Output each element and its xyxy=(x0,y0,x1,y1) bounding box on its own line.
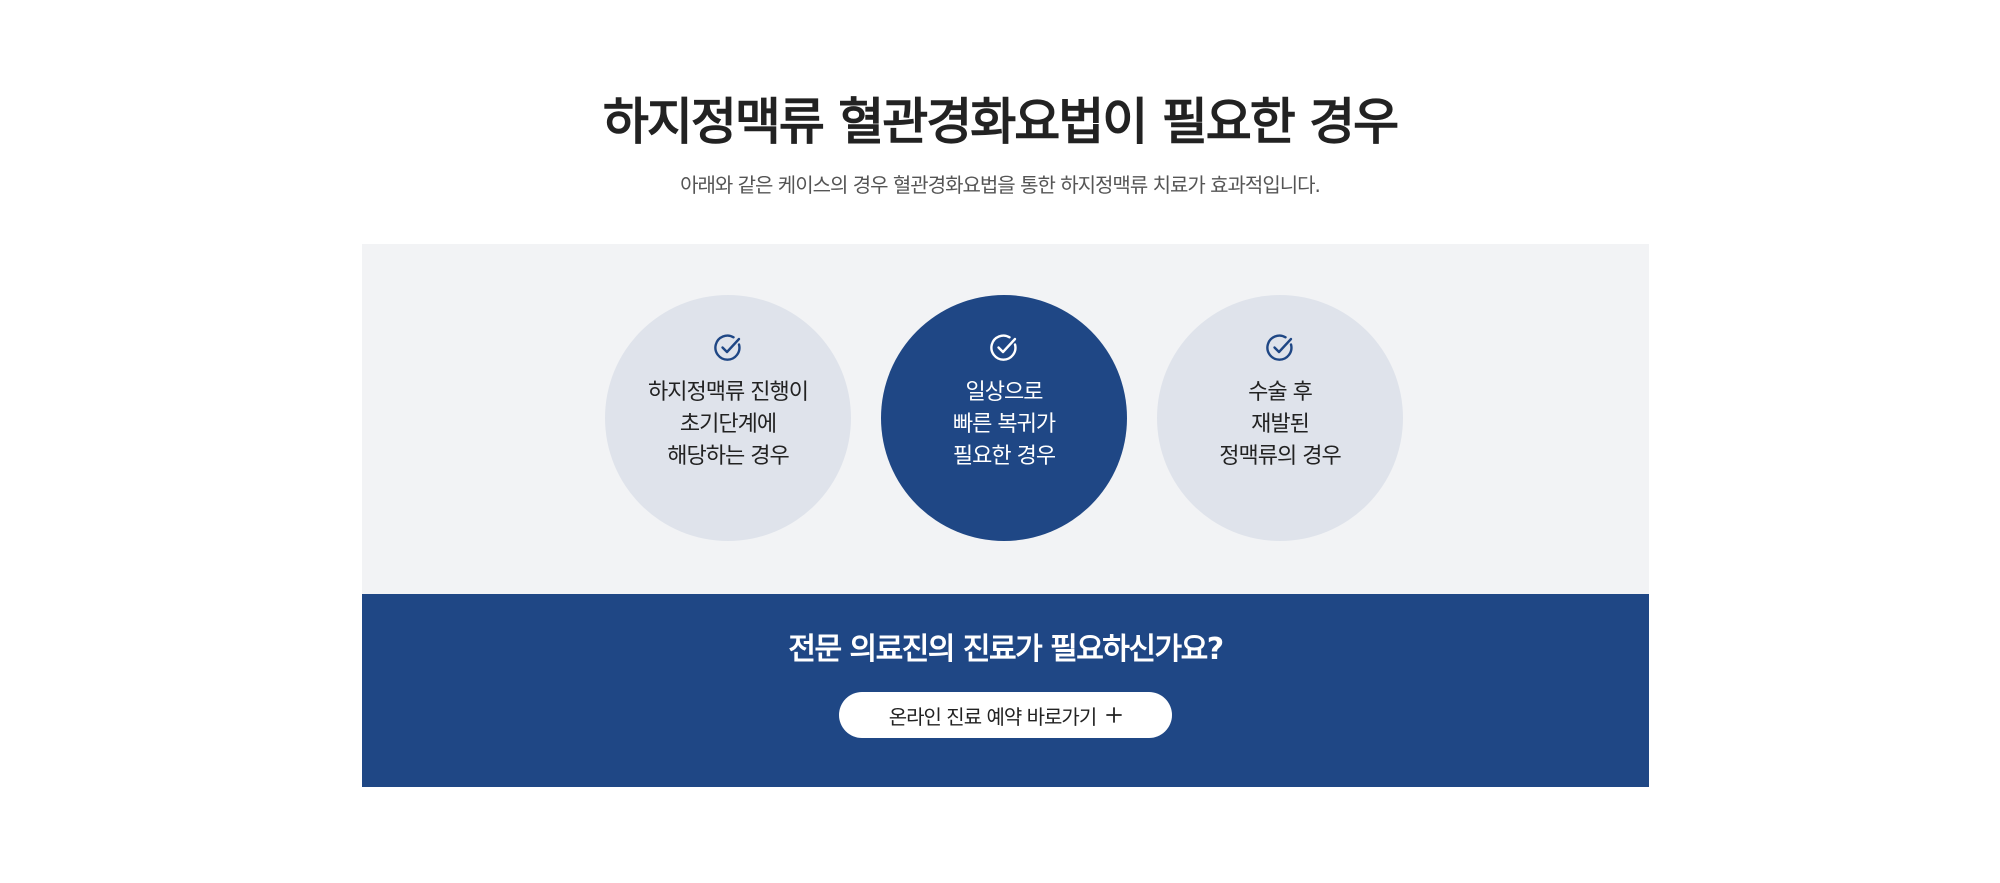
check-circle-icon xyxy=(990,334,1017,361)
case-card-quick-recovery: 일상으로 빠른 복귀가 필요한 경우 xyxy=(881,295,1127,541)
case-text: 수술 후 재발된 정맥류의 경우 xyxy=(1219,380,1341,469)
cta-heading: 전문 의료진의 진료가 필요하신가요? xyxy=(788,632,1224,667)
cases-panel: 하지정맥류 진행이 초기단계에 해당하는 경우 일상으로 빠른 복귀가 필요한 … xyxy=(362,244,1649,594)
case-card-early-stage: 하지정맥류 진행이 초기단계에 해당하는 경우 xyxy=(605,295,851,541)
page-subtitle: 아래와 같은 케이스의 경우 혈관경화요법을 통한 하지정맥류 치료가 효과적입… xyxy=(680,173,1321,197)
case-text: 하지정맥류 진행이 초기단계에 해당하는 경우 xyxy=(648,380,809,469)
page-title: 하지정맥류 혈관경화요법이 필요한 경우 xyxy=(602,93,1399,151)
online-reservation-button-label: 온라인 진료 예약 바로가기 xyxy=(888,704,1097,729)
check-circle-icon xyxy=(1266,334,1293,361)
cta-banner: 전문 의료진의 진료가 필요하신가요? 온라인 진료 예약 바로가기 xyxy=(362,594,1649,787)
plus-icon xyxy=(1106,707,1123,723)
check-circle-icon xyxy=(714,334,741,361)
online-reservation-button[interactable]: 온라인 진료 예약 바로가기 xyxy=(839,692,1172,738)
case-card-recurrence: 수술 후 재발된 정맥류의 경우 xyxy=(1157,295,1403,541)
case-text: 일상으로 빠른 복귀가 필요한 경우 xyxy=(952,380,1056,469)
